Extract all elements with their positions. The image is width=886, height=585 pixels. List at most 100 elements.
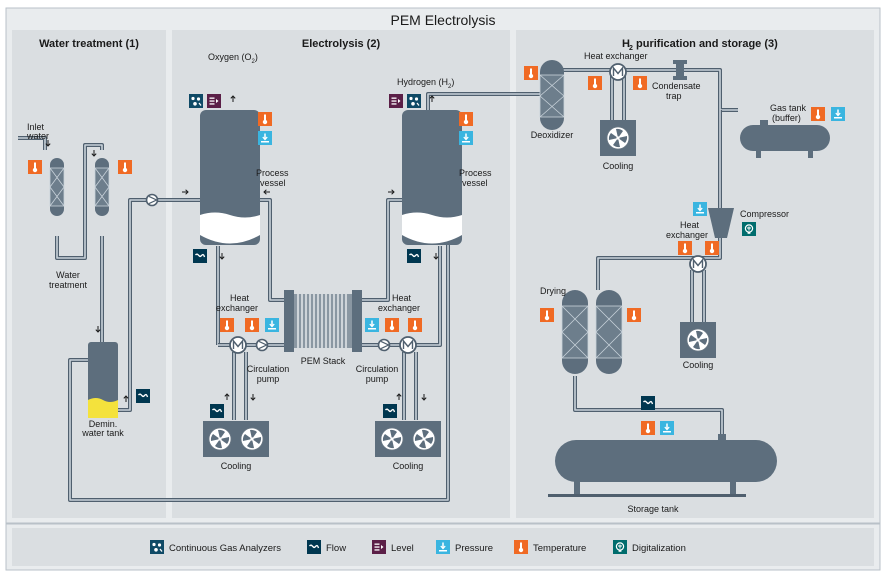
flow-icon bbox=[640, 395, 656, 411]
pump-icon bbox=[255, 338, 269, 352]
pem-stack-label: PEM Stack bbox=[301, 356, 346, 366]
flow-icon bbox=[192, 248, 208, 264]
gas-analyzer-icon bbox=[188, 93, 204, 109]
pressure-icon bbox=[458, 130, 474, 146]
legend-item-temperature: Temperature bbox=[514, 540, 586, 554]
legend-item-gas: Continuous Gas Analyzers bbox=[149, 539, 281, 555]
fan-icon bbox=[686, 328, 710, 352]
temperature-icon bbox=[459, 112, 473, 126]
pressure-icon bbox=[692, 201, 708, 217]
temperature-icon bbox=[220, 318, 234, 332]
demin-water-tank: Demin. water tank bbox=[81, 193, 159, 438]
legend-item-flow: Flow bbox=[306, 539, 346, 555]
electrolysis-cooling-right: Heat exchanger Circulation pump Cooling bbox=[356, 293, 441, 471]
section-title-purification-sub: 2 bbox=[629, 45, 633, 52]
temperature-icon bbox=[811, 107, 825, 121]
pressure-icon bbox=[257, 130, 273, 146]
heat-exchanger-icon bbox=[399, 336, 417, 354]
pressure-icon bbox=[830, 106, 846, 122]
temperature-icon bbox=[627, 308, 641, 322]
circulation-pump-label-1: Circulation bbox=[247, 364, 290, 374]
temperature-icon bbox=[588, 76, 602, 90]
heat-exchanger-label-1-p: Heat bbox=[680, 220, 700, 230]
temperature-icon bbox=[258, 112, 272, 126]
process-vessel-label-1: Process bbox=[256, 168, 289, 178]
heat-exchanger-label-2: exchanger bbox=[216, 303, 258, 313]
gas-tank-label-2: (buffer) bbox=[772, 113, 801, 123]
fan-icon bbox=[380, 427, 404, 451]
legend-label-temperature: Temperature bbox=[533, 543, 586, 554]
hydrogen-label: Hydrogen (H2) bbox=[397, 77, 454, 90]
temperature-icon bbox=[540, 308, 554, 322]
storage-tank-label: Storage tank bbox=[627, 504, 679, 514]
level-icon bbox=[207, 94, 221, 108]
diagram-title: PEM Electrolysis bbox=[390, 12, 495, 28]
inlet-water-label-1: Inlet bbox=[27, 122, 45, 132]
water-treatment-label-2: treatment bbox=[49, 280, 88, 290]
water-treatment-unit: Inlet water Water treatment bbox=[26, 122, 132, 333]
pressure-icon bbox=[659, 420, 675, 436]
pump-icon bbox=[377, 338, 391, 352]
hydrogen-process-vessel: Hydrogen (H2) Process vessel bbox=[387, 77, 492, 264]
level-icon bbox=[372, 540, 386, 554]
temperature-icon bbox=[385, 318, 399, 332]
digitalization-icon bbox=[741, 221, 757, 237]
temperature-icon bbox=[245, 318, 259, 332]
purification-hx-2: Heat exchanger Cooling bbox=[666, 220, 719, 370]
temperature-icon bbox=[514, 540, 528, 554]
temperature-icon bbox=[524, 66, 538, 80]
oxygen-process-vessel: Oxygen (O2) Process vessel bbox=[181, 52, 289, 264]
deoxidizer: Deoxidizer bbox=[524, 60, 573, 140]
condensate-trap: Condensate trap bbox=[652, 60, 701, 101]
process-vessel-label-2-h2: vessel bbox=[462, 178, 488, 188]
purification-hx-1: Heat exchanger Cooling bbox=[584, 51, 648, 171]
section-title-electrolysis: Electrolysis (2) bbox=[302, 38, 381, 50]
pressure-icon bbox=[435, 539, 451, 555]
fan-icon bbox=[412, 427, 436, 451]
legend-label-flow: Flow bbox=[326, 543, 346, 554]
pipe-network bbox=[18, 64, 738, 502]
water-treatment-label-1: Water bbox=[56, 270, 80, 280]
gas-analyzer-icon bbox=[406, 93, 422, 109]
process-vessel-label-1-h2: Process bbox=[459, 168, 492, 178]
cooling-label-left: Cooling bbox=[221, 461, 252, 471]
oxygen-label: Oxygen (O2) bbox=[208, 52, 258, 65]
gas-tank-buffer: Gas tank (buffer) bbox=[740, 103, 846, 158]
heat-exchanger-label-2-p: exchanger bbox=[666, 230, 708, 240]
condensate-label-2: trap bbox=[666, 91, 682, 101]
legend-item-pressure: Pressure bbox=[435, 539, 493, 555]
storage-tank: Storage tank bbox=[548, 420, 777, 514]
temperature-icon bbox=[408, 318, 422, 332]
demin-label-1: Demin. bbox=[89, 419, 118, 429]
legend-item-level: Level bbox=[372, 540, 414, 554]
cooling-label-mid: Cooling bbox=[683, 360, 714, 370]
heat-exchanger-icon bbox=[689, 255, 707, 273]
section-water-panel bbox=[12, 30, 166, 518]
pressure-icon bbox=[364, 317, 380, 333]
section-title-purification-prefix: H bbox=[622, 38, 630, 50]
flow-icon bbox=[382, 403, 398, 419]
legend-label-digitalization: Digitalization bbox=[632, 543, 686, 554]
flow-icon bbox=[406, 248, 422, 264]
temperature-icon bbox=[705, 241, 719, 255]
gas-analyzer-icon bbox=[149, 539, 165, 555]
gas-tank-label-1: Gas tank bbox=[770, 103, 807, 113]
section-title-purification: purification and storage (3) bbox=[636, 38, 778, 50]
legend-item-digitalization: Digitalization bbox=[612, 539, 686, 555]
temperature-icon bbox=[641, 421, 655, 435]
flow-icon bbox=[209, 403, 225, 419]
legend-label-gas: Continuous Gas Analyzers bbox=[169, 543, 281, 554]
compressor-label: Compressor bbox=[740, 209, 789, 219]
inlet-water-label-2: water bbox=[26, 131, 49, 141]
cooling-label-right: Cooling bbox=[393, 461, 424, 471]
flow-icon bbox=[135, 388, 151, 404]
drying-unit: Drying bbox=[540, 286, 656, 411]
demin-label-2: water tank bbox=[81, 428, 124, 438]
cooling-label-top: Cooling bbox=[603, 161, 634, 171]
pump-icon bbox=[145, 193, 159, 207]
electrolysis-cooling-left: Heat exchanger Circulation pump Cooling bbox=[203, 293, 289, 471]
legend: Continuous Gas Analyzers Flow Level Pres… bbox=[149, 539, 686, 555]
compressor: Compressor bbox=[692, 201, 789, 238]
heat-exchanger-label-1: Heat bbox=[230, 293, 250, 303]
